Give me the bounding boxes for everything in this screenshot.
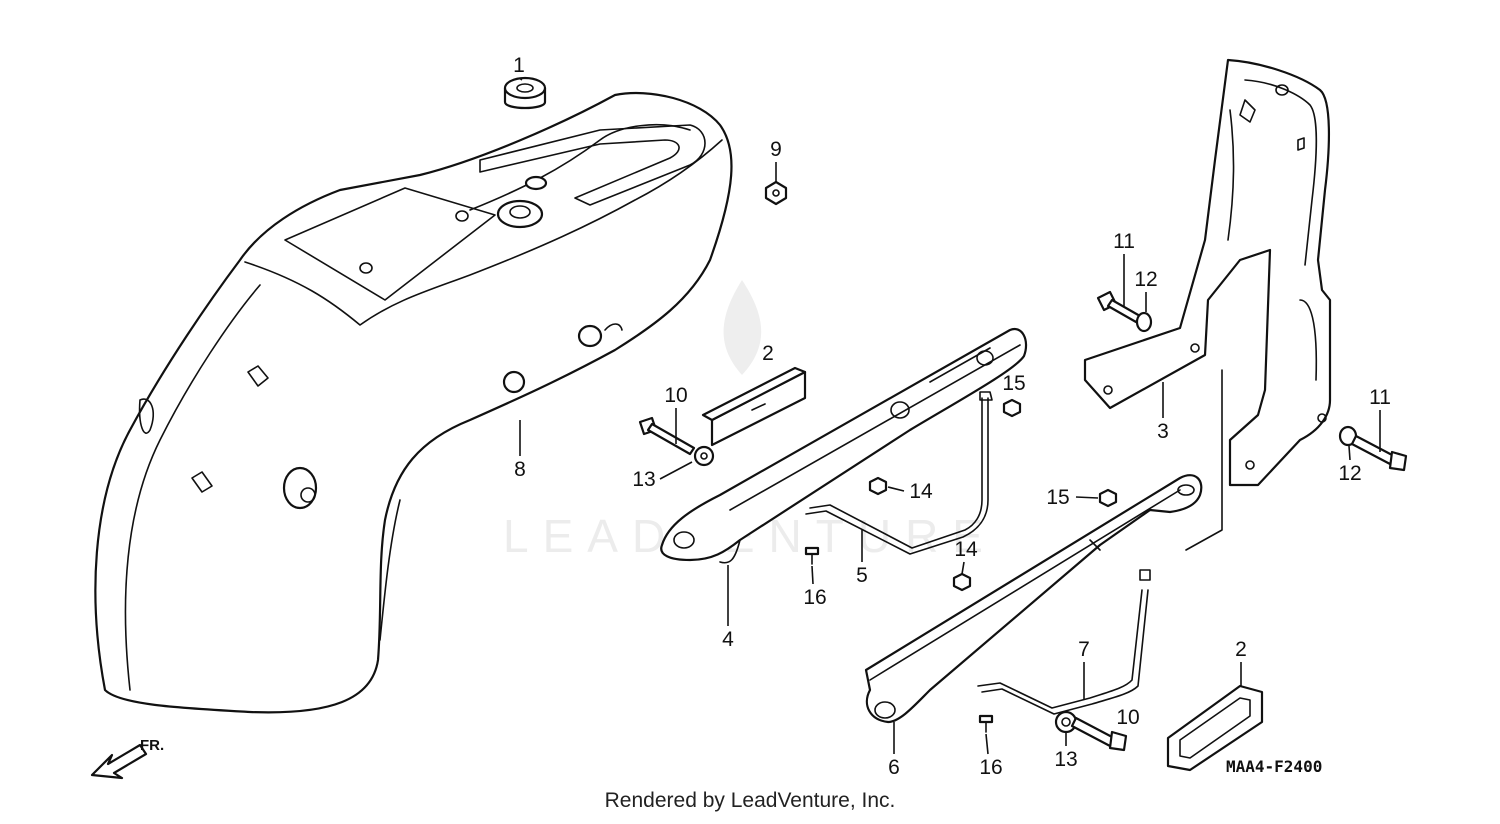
callout-2-upper[interactable]: 2 (762, 342, 774, 365)
svg-text:4: 4 (722, 628, 734, 651)
nut-9[interactable] (764, 180, 788, 206)
reflector-upper[interactable] (701, 366, 807, 447)
callout-12-upper[interactable]: 12 (1134, 268, 1158, 312)
callout-13-lower[interactable]: 13 (1054, 732, 1078, 771)
reflector-lower[interactable] (1166, 684, 1264, 772)
callout-11-upper[interactable]: 11 (1113, 230, 1135, 306)
svg-text:15: 15 (1002, 372, 1025, 395)
callout-14-upper[interactable]: 14 (887, 480, 933, 503)
callout-11-lower[interactable]: 11 (1369, 386, 1391, 452)
svg-text:14: 14 (954, 538, 978, 561)
stay-7[interactable] (977, 569, 1151, 715)
svg-text:11: 11 (1369, 386, 1391, 409)
svg-text:11: 11 (1113, 230, 1135, 253)
nut-15-lower[interactable] (1098, 488, 1118, 508)
svg-text:3: 3 (1157, 420, 1169, 443)
callout-15-lower[interactable]: 15 (1046, 486, 1099, 509)
svg-text:6: 6 (888, 756, 900, 779)
nut-15-upper[interactable] (1002, 398, 1022, 418)
bolt-11-lower[interactable] (1350, 434, 1408, 472)
callout-12-lower[interactable]: 12 (1338, 445, 1362, 485)
callout-8[interactable]: 8 (514, 420, 526, 481)
svg-text:10: 10 (664, 384, 687, 407)
bracket-left[interactable] (660, 327, 1028, 564)
callout-10-lower[interactable]: 10 (1116, 706, 1139, 729)
svg-text:14: 14 (909, 480, 933, 503)
rear-fender[interactable] (94, 91, 733, 714)
front-direction-label: FR. (140, 737, 164, 754)
svg-text:5: 5 (856, 564, 868, 587)
nut-14-lower[interactable] (952, 572, 972, 592)
callout-7[interactable]: 7 (1078, 638, 1090, 700)
callout-6[interactable]: 6 (888, 722, 900, 779)
screw-16-left[interactable] (804, 546, 820, 565)
svg-text:13: 13 (632, 468, 655, 491)
callout-3[interactable]: 3 (1157, 382, 1169, 443)
callout-14-lower[interactable]: 14 (954, 538, 978, 575)
callout-5[interactable]: 5 (856, 530, 868, 587)
screw-16-right[interactable] (978, 714, 994, 733)
washer-12-upper[interactable] (1135, 311, 1153, 333)
bracket-right[interactable] (864, 474, 1203, 724)
front-direction-arrow: FR. (90, 737, 164, 780)
callout-15-upper[interactable]: 15 (1002, 372, 1025, 395)
nut-14-upper[interactable] (868, 476, 888, 496)
svg-text:2: 2 (1235, 638, 1247, 661)
callout-16-left[interactable]: 16 (803, 565, 827, 609)
washer-13-upper[interactable] (693, 445, 715, 467)
stay-5[interactable] (805, 391, 993, 555)
callout-9[interactable]: 9 (770, 138, 782, 182)
svg-text:13: 13 (1054, 748, 1077, 771)
svg-text:12: 12 (1338, 462, 1361, 485)
svg-text:9: 9 (770, 138, 782, 161)
svg-text:1: 1 (513, 54, 525, 77)
callout-2-lower[interactable]: 2 (1235, 638, 1247, 686)
bolt-10-upper[interactable] (638, 416, 696, 456)
callout-10-upper[interactable]: 10 (664, 384, 688, 444)
svg-text:16: 16 (979, 756, 1002, 779)
diagram-code: MAA4-F2400 (1226, 757, 1322, 776)
svg-text:8: 8 (514, 458, 526, 481)
callout-1[interactable]: 1 (513, 54, 525, 81)
callout-13-upper[interactable]: 13 (632, 461, 693, 491)
grommet[interactable] (503, 76, 547, 110)
svg-text:15: 15 (1046, 486, 1069, 509)
rear-bracket-frame[interactable] (1083, 58, 1332, 551)
callout-4[interactable]: 4 (722, 565, 734, 651)
callout-16-right[interactable]: 16 (979, 733, 1003, 779)
svg-text:12: 12 (1134, 268, 1157, 291)
svg-text:2: 2 (762, 342, 774, 365)
footer-credit: Rendered by LeadVenture, Inc. (604, 789, 896, 812)
bolt-11-upper[interactable] (1096, 290, 1142, 324)
svg-text:16: 16 (803, 586, 826, 609)
bolt-10-lower[interactable] (1070, 716, 1128, 752)
svg-text:7: 7 (1078, 638, 1090, 661)
svg-text:10: 10 (1116, 706, 1139, 729)
